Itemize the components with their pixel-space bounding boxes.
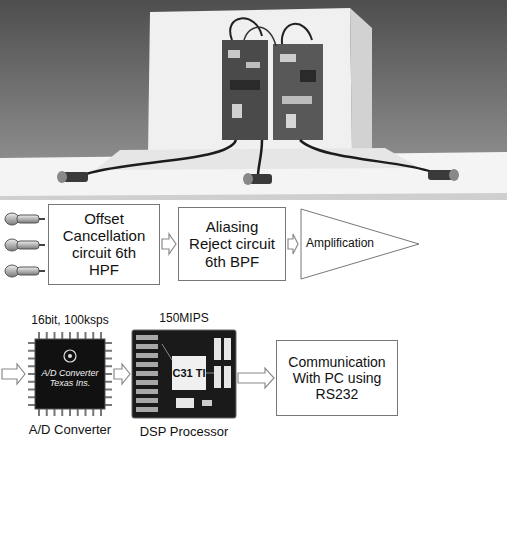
flow-arrow [114,364,130,384]
adc-chip: 16bit, 100kspsA/D Converter Texas Ins.A/… [28,332,112,416]
triangle-outline [301,209,419,279]
box-label: Offset Cancellation circuit 6th HPF [55,210,153,279]
process-box: Aliasing Reject circuit 6th BPF [178,207,286,281]
flow-arrow [288,234,298,254]
spec-label: 16bit, 100ksps [31,314,108,328]
photo [0,0,507,200]
flow-arrow [162,234,176,254]
chip-marking: A/D Converter Texas Ins. [38,368,102,389]
amplifier-triangle: Amplification [300,208,420,280]
part-label: A/D Converter [29,423,111,438]
box-label: Amplification [306,237,374,251]
process-box: Communication With PC using RS232 [276,340,398,416]
process-box: Offset Cancellation circuit 6th HPF [48,204,160,285]
flow-arrow [238,368,274,388]
dsp-board: 150MIPSC31 TIDSP Processor [132,330,236,418]
spec-label: 150MIPS [159,312,208,326]
part-label: DSP Processor [140,425,229,440]
box-label: Communication With PC using RS232 [283,354,391,402]
sensor-icons [5,213,45,277]
chip-marking: C31 TI [172,356,206,390]
box-label: Aliasing Reject circuit 6th BPF [185,218,279,270]
lead-arrow [2,364,25,384]
